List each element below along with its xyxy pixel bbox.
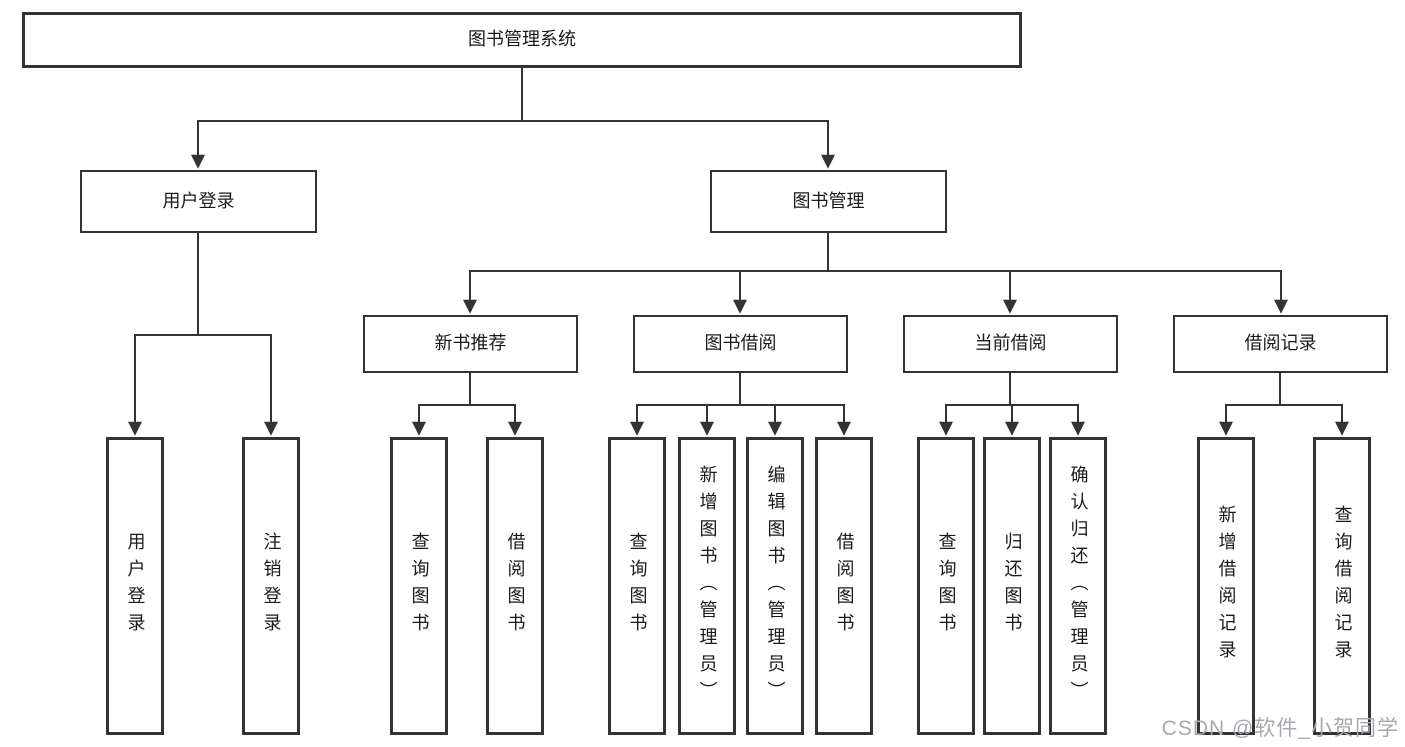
leaf-return-books: 归还图书 <box>983 437 1041 735</box>
node-book-management-label: 图书管理 <box>792 190 865 211</box>
leaf-query-books-current-label: 查询图书 <box>936 532 957 640</box>
leaf-user-login-label: 用户登录 <box>125 532 146 640</box>
leaf-query-books-current: 查询图书 <box>917 437 975 735</box>
leaf-user-login: 用户登录 <box>106 437 164 735</box>
leaf-query-books-borrow-label: 查询图书 <box>627 532 648 640</box>
leaf-borrow-books-recommend: 借阅图书 <box>486 437 544 735</box>
leaf-borrow-books: 借阅图书 <box>815 437 873 735</box>
leaf-query-books-recommend-label: 查询图书 <box>409 532 430 640</box>
leaf-logout-label: 注销登录 <box>261 532 282 640</box>
node-book-management: 图书管理 <box>710 170 947 233</box>
leaf-return-books-label: 归还图书 <box>1002 532 1023 640</box>
node-book-borrowing: 图书借阅 <box>633 315 848 373</box>
leaf-add-books-admin: 新增图书（管理员） <box>678 437 736 735</box>
leaf-borrow-books-label: 借阅图书 <box>834 532 855 640</box>
leaf-query-borrow-record-label: 查询借阅记录 <box>1332 505 1353 667</box>
leaf-query-borrow-record: 查询借阅记录 <box>1313 437 1371 735</box>
leaf-add-books-admin-label: 新增图书（管理员） <box>697 464 718 708</box>
leaf-query-books-recommend: 查询图书 <box>390 437 448 735</box>
node-current-borrowing-label: 当前借阅 <box>974 333 1047 354</box>
node-user-login-label: 用户登录 <box>162 190 235 211</box>
leaf-borrow-books-recommend-label: 借阅图书 <box>505 532 526 640</box>
leaf-logout: 注销登录 <box>242 437 300 735</box>
node-borrowing-records-label: 借阅记录 <box>1244 333 1317 354</box>
node-root: 图书管理系统 <box>22 12 1022 68</box>
leaf-add-borrow-record: 新增借阅记录 <box>1197 437 1255 735</box>
node-current-borrowing: 当前借阅 <box>903 315 1118 373</box>
leaf-edit-books-admin-label: 编辑图书（管理员） <box>765 464 786 708</box>
node-borrowing-records: 借阅记录 <box>1173 315 1388 373</box>
leaf-confirm-return-admin-label: 确认归还（管理员） <box>1068 464 1089 708</box>
leaf-query-books-borrow: 查询图书 <box>608 437 666 735</box>
csdn-watermark: CSDN @软件_小贺同学 <box>1161 717 1399 740</box>
node-new-book-recommendation: 新书推荐 <box>363 315 578 373</box>
node-new-book-recommendation-label: 新书推荐 <box>434 333 507 354</box>
leaf-add-borrow-record-label: 新增借阅记录 <box>1216 505 1237 667</box>
leaf-confirm-return-admin: 确认归还（管理员） <box>1049 437 1107 735</box>
node-user-login: 用户登录 <box>80 170 317 233</box>
leaf-edit-books-admin: 编辑图书（管理员） <box>746 437 804 735</box>
node-book-borrowing-label: 图书借阅 <box>704 333 777 354</box>
node-root-label: 图书管理系统 <box>468 29 576 50</box>
